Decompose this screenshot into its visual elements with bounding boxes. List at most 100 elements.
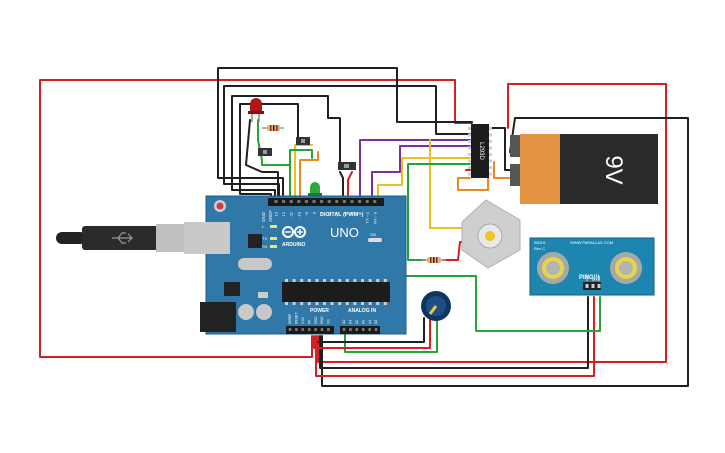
wire-black-trans[interactable]: [339, 171, 344, 204]
wire-black-pot[interactable]: [317, 317, 425, 343]
transistor-3[interactable]: [338, 162, 356, 170]
driver-pin[interactable]: [489, 133, 492, 137]
wires: [39, 67, 689, 387]
wire-orange-1[interactable]: [299, 151, 319, 204]
wire-black-top-1[interactable]: [217, 67, 473, 204]
wire-red-sensor[interactable]: [315, 296, 595, 377]
battery-9v[interactable]: 9V: [510, 134, 658, 204]
analog-pin-label: A3: [361, 320, 365, 324]
sensor-pin[interactable]: [585, 284, 589, 288]
wire-green-driver[interactable]: [407, 163, 471, 261]
analog-pin-hole[interactable]: [349, 328, 352, 331]
digital-pin-hole[interactable]: [358, 200, 362, 203]
power-pin-hole[interactable]: [295, 328, 298, 331]
red-led[interactable]: [248, 98, 264, 122]
driver-pin[interactable]: [489, 146, 492, 150]
wire-orange-battery[interactable]: [457, 161, 489, 191]
driver-pin[interactable]: [489, 159, 492, 163]
analog-pin-hole[interactable]: [361, 328, 365, 331]
wire-black-right[interactable]: [321, 117, 689, 387]
chip-pin: [353, 302, 357, 305]
power-pin-hole[interactable]: [288, 328, 292, 331]
power-pin-hole[interactable]: [320, 328, 324, 331]
chip-pin: [383, 302, 387, 305]
chip-pin: [368, 279, 372, 282]
digital-pin-label: RX←0: [372, 211, 377, 224]
led-resistor[interactable]: [262, 125, 284, 131]
ping-sensor[interactable]: 28015 Rev C WWW.PARALLAX.COM PING))) GND…: [529, 237, 655, 296]
wire-black-battery[interactable]: [489, 127, 513, 171]
wire-green-1[interactable]: [289, 149, 313, 204]
l293d-driver[interactable]: L293D: [468, 124, 492, 178]
digital-pin-hole[interactable]: [274, 200, 278, 203]
analog-pin-hole[interactable]: [368, 328, 371, 331]
digital-pin-hole[interactable]: [282, 200, 286, 203]
wire-black-sensor[interactable]: [319, 296, 589, 369]
digital-pin-label: ~3: [350, 211, 355, 216]
sensor-pin[interactable]: [591, 284, 595, 288]
driver-pin[interactable]: [468, 146, 471, 150]
on-label: ON: [370, 232, 376, 237]
digital-pin-hole[interactable]: [365, 200, 369, 203]
analog-pin-hole[interactable]: [342, 328, 346, 331]
digital-pin-hole[interactable]: [304, 200, 308, 203]
wire-red-trans[interactable]: [347, 171, 353, 204]
green-led[interactable]: [308, 182, 322, 196]
digital-pin-label: ~9: [304, 211, 309, 216]
driver-pin[interactable]: [489, 166, 492, 169]
digital-pin-hole[interactable]: [373, 200, 377, 203]
wire-black-top-3[interactable]: [231, 95, 341, 204]
transistor-2[interactable]: [258, 148, 272, 156]
driver-pin[interactable]: [489, 140, 492, 143]
digital-pin-hole[interactable]: [342, 200, 346, 203]
wire-green-led[interactable]: [257, 119, 291, 166]
driver-pin[interactable]: [468, 133, 471, 137]
digital-pin-hole[interactable]: [312, 200, 316, 203]
sensor-pin[interactable]: [597, 284, 601, 288]
driver-pin[interactable]: [489, 153, 492, 156]
tx-label: TX: [262, 236, 267, 241]
wire-red-right[interactable]: [317, 83, 667, 363]
power-pin-label: 3.3V: [301, 316, 305, 324]
wire-purple-2[interactable]: [371, 145, 471, 204]
wire-orange-battery-2[interactable]: [493, 161, 513, 179]
driver-pin[interactable]: [489, 127, 492, 130]
battery-label: 9V: [600, 155, 627, 184]
analog-pin-hole[interactable]: [355, 328, 359, 331]
power-pin-hole[interactable]: [307, 328, 311, 331]
power-pin-hole[interactable]: [314, 328, 317, 331]
chip-pin: [315, 302, 319, 305]
wire-black-led-2[interactable]: [245, 119, 279, 204]
wire-purple-1[interactable]: [359, 139, 471, 204]
wire-green-pot[interactable]: [344, 319, 438, 353]
digital-pin-hole[interactable]: [350, 200, 354, 203]
driver-pin[interactable]: [489, 172, 492, 176]
digital-pin-hole[interactable]: [335, 200, 339, 203]
power-pin-hole[interactable]: [301, 328, 305, 331]
dc-motor[interactable]: [461, 199, 521, 269]
digital-pin-hole[interactable]: [327, 200, 331, 203]
analog-pin-hole[interactable]: [374, 328, 378, 331]
wire-yellow-2[interactable]: [377, 157, 471, 204]
digital-pin-hole[interactable]: [289, 200, 293, 203]
transistor-1[interactable]: [296, 137, 310, 145]
driver-pin[interactable]: [468, 140, 471, 143]
driver-pin[interactable]: [468, 127, 471, 130]
digital-pin-label: ~10: [296, 211, 301, 219]
power-pin-hole[interactable]: [327, 328, 330, 331]
driver-pin[interactable]: [468, 159, 471, 163]
digital-pin-hole[interactable]: [320, 200, 324, 203]
chip-pin: [338, 302, 342, 305]
chip-pin: [330, 302, 334, 305]
wire-red-pot[interactable]: [313, 319, 431, 349]
digital-pin-hole[interactable]: [297, 200, 301, 203]
wire-yellow-motor[interactable]: [429, 139, 463, 229]
potentiometer[interactable]: [421, 291, 451, 321]
driver-pin[interactable]: [468, 166, 471, 169]
driver-pin[interactable]: [468, 153, 471, 156]
chip-pin: [338, 279, 342, 282]
driver-pin[interactable]: [468, 172, 471, 176]
motor-resistor[interactable]: [422, 257, 446, 263]
